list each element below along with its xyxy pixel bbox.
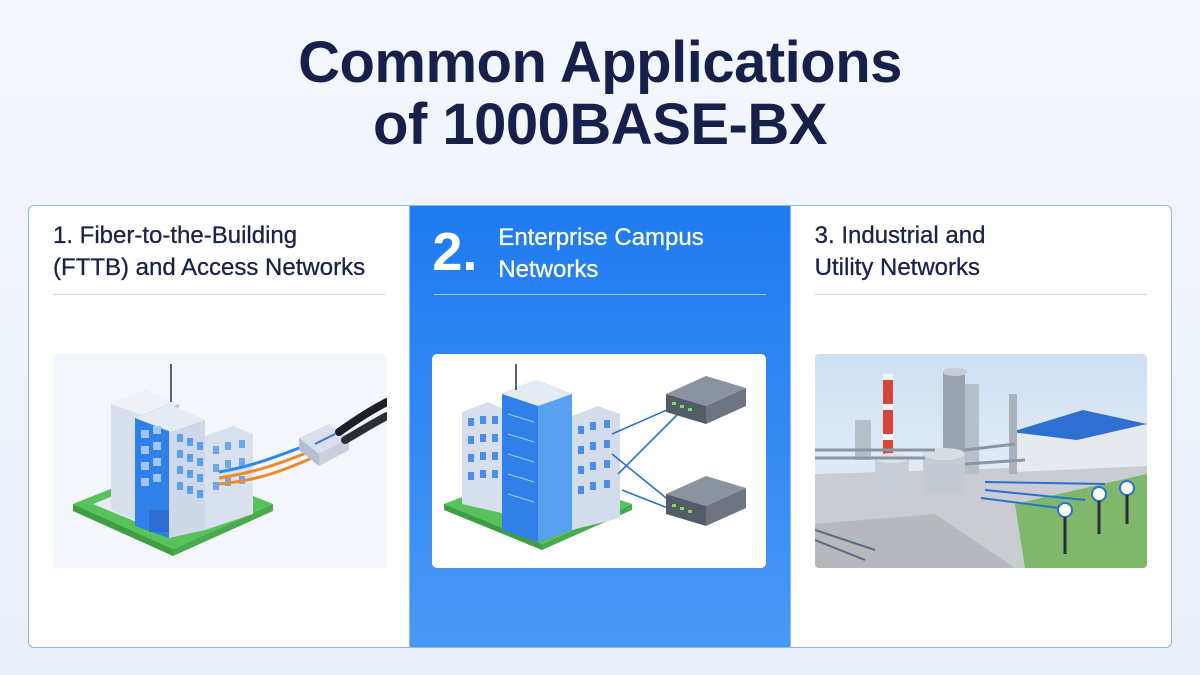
card-title: 3. Industrial and Utility Networks bbox=[815, 220, 1151, 284]
building-fiber-connector-icon bbox=[53, 354, 387, 568]
card-fttb[interactable]: 1. Fiber-to-the-Building (FTTB) and Acce… bbox=[29, 206, 411, 647]
cards-container: 1. Fiber-to-the-Building (FTTB) and Acce… bbox=[28, 205, 1172, 648]
card-enterprise-campus[interactable]: 2. Enterprise Campus Networks bbox=[410, 206, 790, 647]
card-number: 2. bbox=[432, 222, 478, 282]
card-title: Enterprise Campus Networks bbox=[498, 222, 769, 286]
card-title-line-1: Enterprise Campus bbox=[498, 224, 704, 251]
card-industrial-utility[interactable]: 3. Industrial and Utility Networks bbox=[789, 206, 1171, 647]
divider bbox=[434, 294, 766, 295]
page-title: Common Applications of 1000BASE-BX bbox=[0, 32, 1200, 156]
divider bbox=[53, 294, 386, 295]
title-line-2: of 1000BASE-BX bbox=[373, 92, 827, 157]
card-title-line-2: (FTTB) and Access Networks bbox=[53, 254, 366, 281]
industrial-plant-icon bbox=[814, 354, 1147, 568]
divider bbox=[814, 294, 1147, 295]
card-title-line-1: 3. Industrial and bbox=[814, 222, 986, 249]
card-title-line-2: Networks bbox=[498, 256, 599, 283]
card-title-line-2: Utility Networks bbox=[814, 254, 981, 281]
card-title-line-1: 1. Fiber-to-the-Building bbox=[53, 222, 298, 249]
campus-buildings-switches-icon bbox=[432, 354, 767, 568]
title-line-1: Common Applications bbox=[298, 30, 902, 95]
card-title: 1. Fiber-to-the-Building (FTTB) and Acce… bbox=[53, 220, 389, 284]
